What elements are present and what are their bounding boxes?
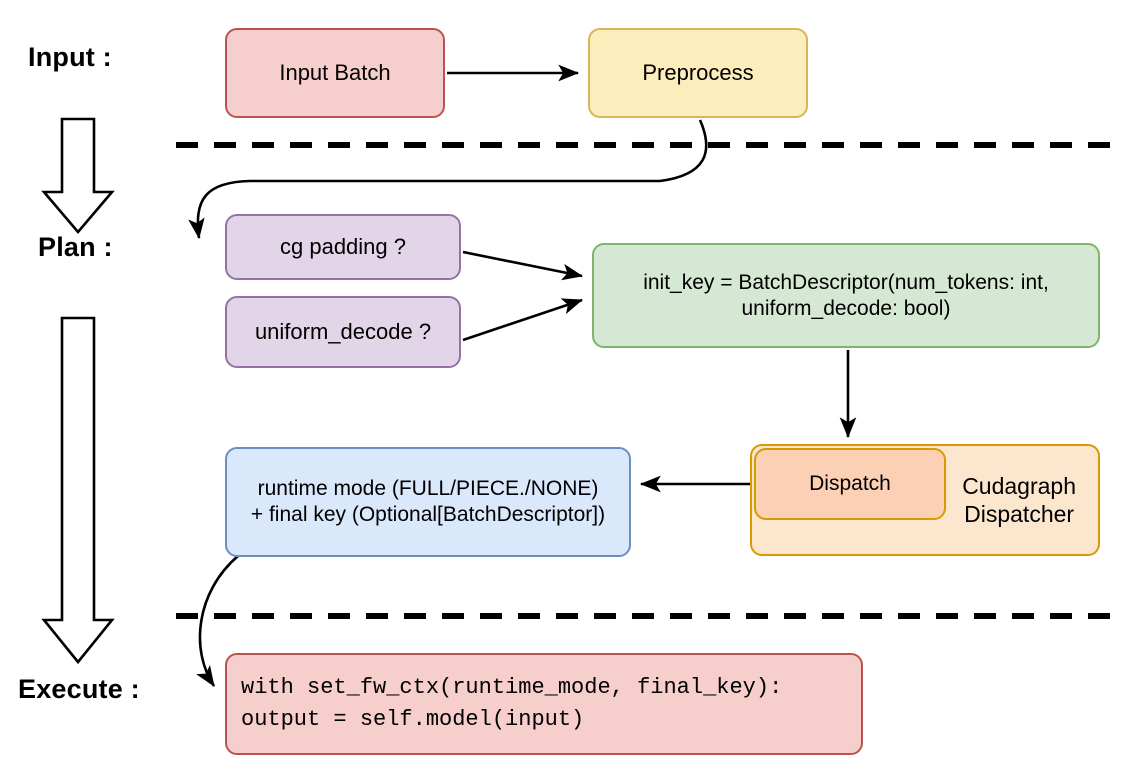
- node-input-batch: Input Batch: [225, 28, 445, 118]
- node-dispatch: Dispatch: [754, 448, 946, 520]
- node-cg-padding: cg padding ?: [225, 214, 461, 280]
- plan-to-execute-arrow: [41, 316, 115, 665]
- node-runtime-mode: runtime mode (FULL/PIECE./NONE) + final …: [225, 447, 631, 557]
- node-init-key: init_key = BatchDescriptor(num_tokens: i…: [592, 243, 1100, 348]
- stage-label-execute: Execute :: [18, 674, 140, 704]
- node-uniform-decode: uniform_decode ?: [225, 296, 461, 368]
- edge-uniform-decode-to-init-key: [462, 298, 583, 342]
- edge-cg-padding-to-init-key: [462, 250, 584, 281]
- input-to-plan-arrow: [41, 117, 115, 235]
- node-exec-code: with set_fw_ctx(runtime_mode, final_key)…: [225, 653, 863, 755]
- stage-label-plan: Plan :: [38, 232, 113, 262]
- node-preprocess: Preprocess: [588, 28, 808, 118]
- stage-label-input: Input :: [28, 42, 112, 72]
